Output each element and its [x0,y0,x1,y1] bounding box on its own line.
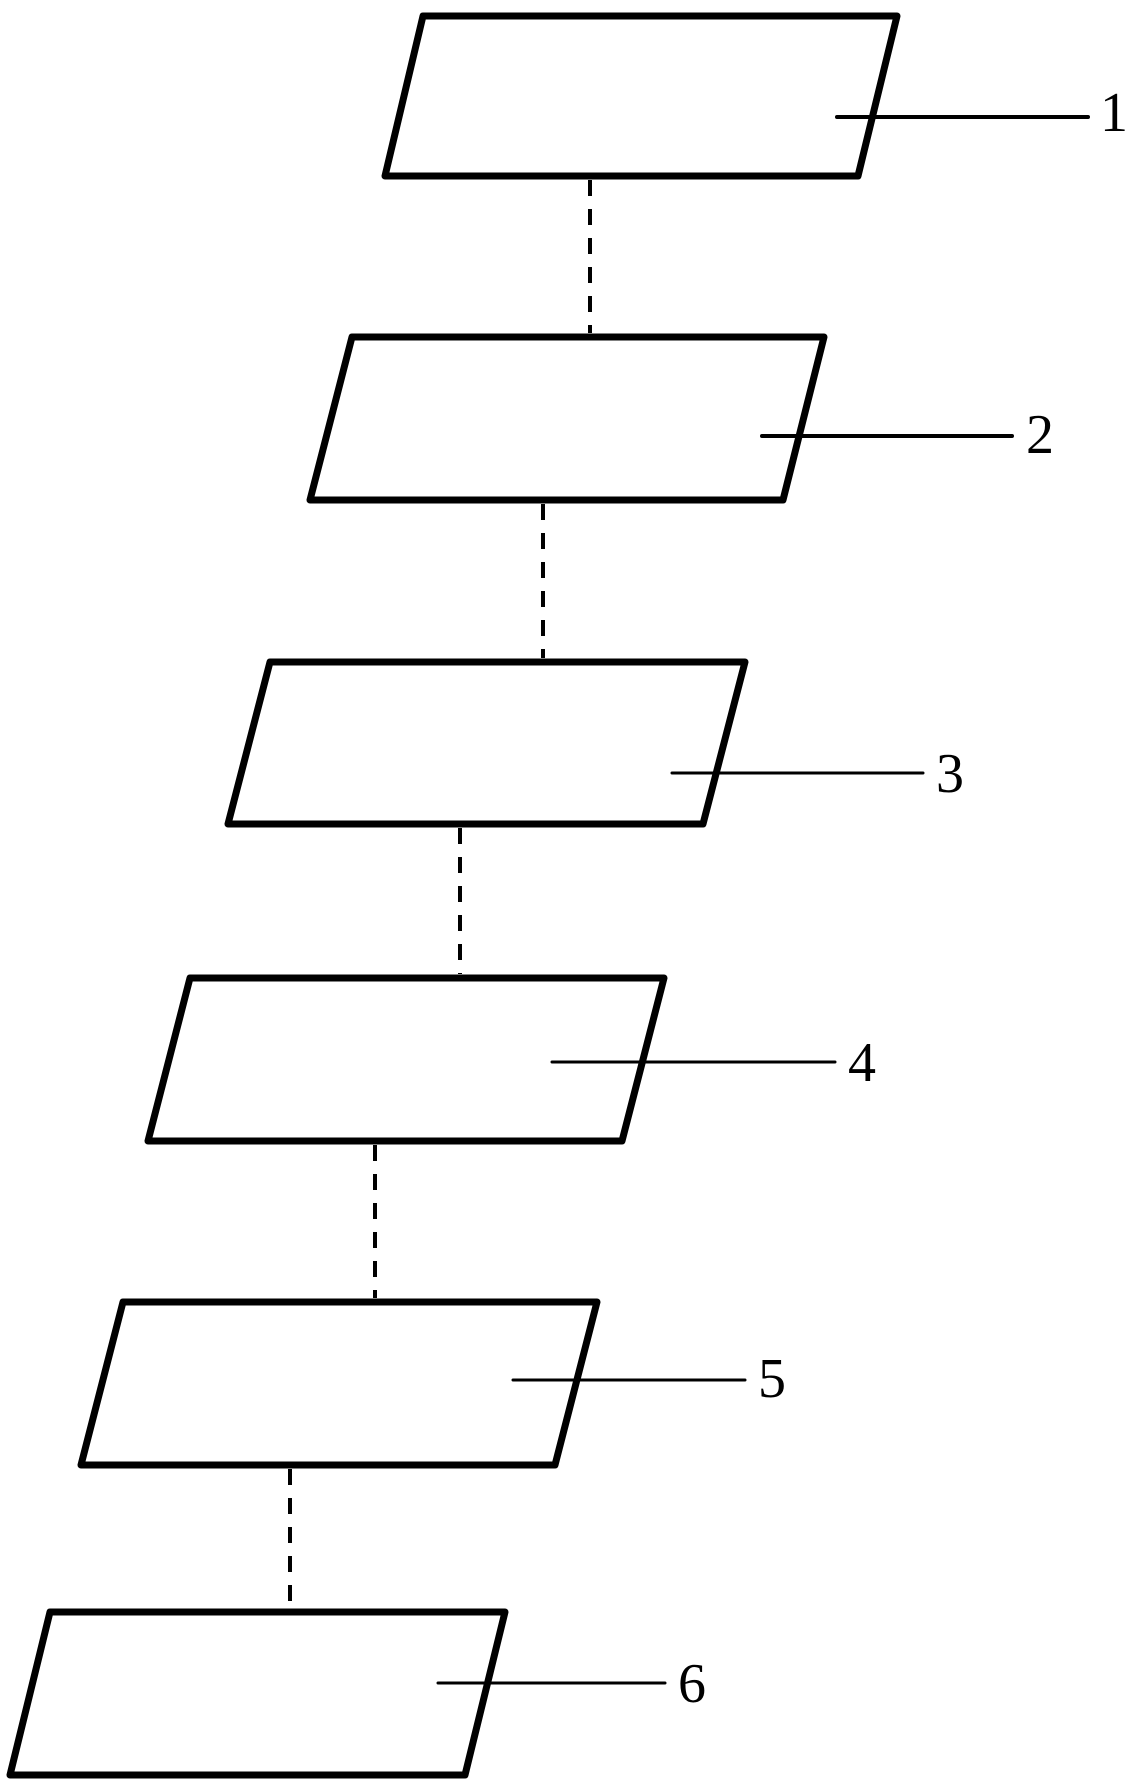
layer-parallelogram-4 [144,974,668,1145]
reference-number-1: 1 [1100,82,1128,144]
reference-number-2: 2 [1026,404,1054,466]
reference-number-4: 4 [848,1032,876,1094]
reference-number-6: 6 [678,1653,706,1715]
layer-parallelogram-1 [381,12,901,180]
layer-parallelogram-6 [6,1608,509,1779]
reference-number-5: 5 [758,1348,786,1410]
layer-parallelogram-2 [306,333,828,504]
layer-parallelogram-3 [224,658,749,828]
reference-number-3: 3 [936,743,964,805]
layer-parallelogram-5 [77,1298,601,1469]
